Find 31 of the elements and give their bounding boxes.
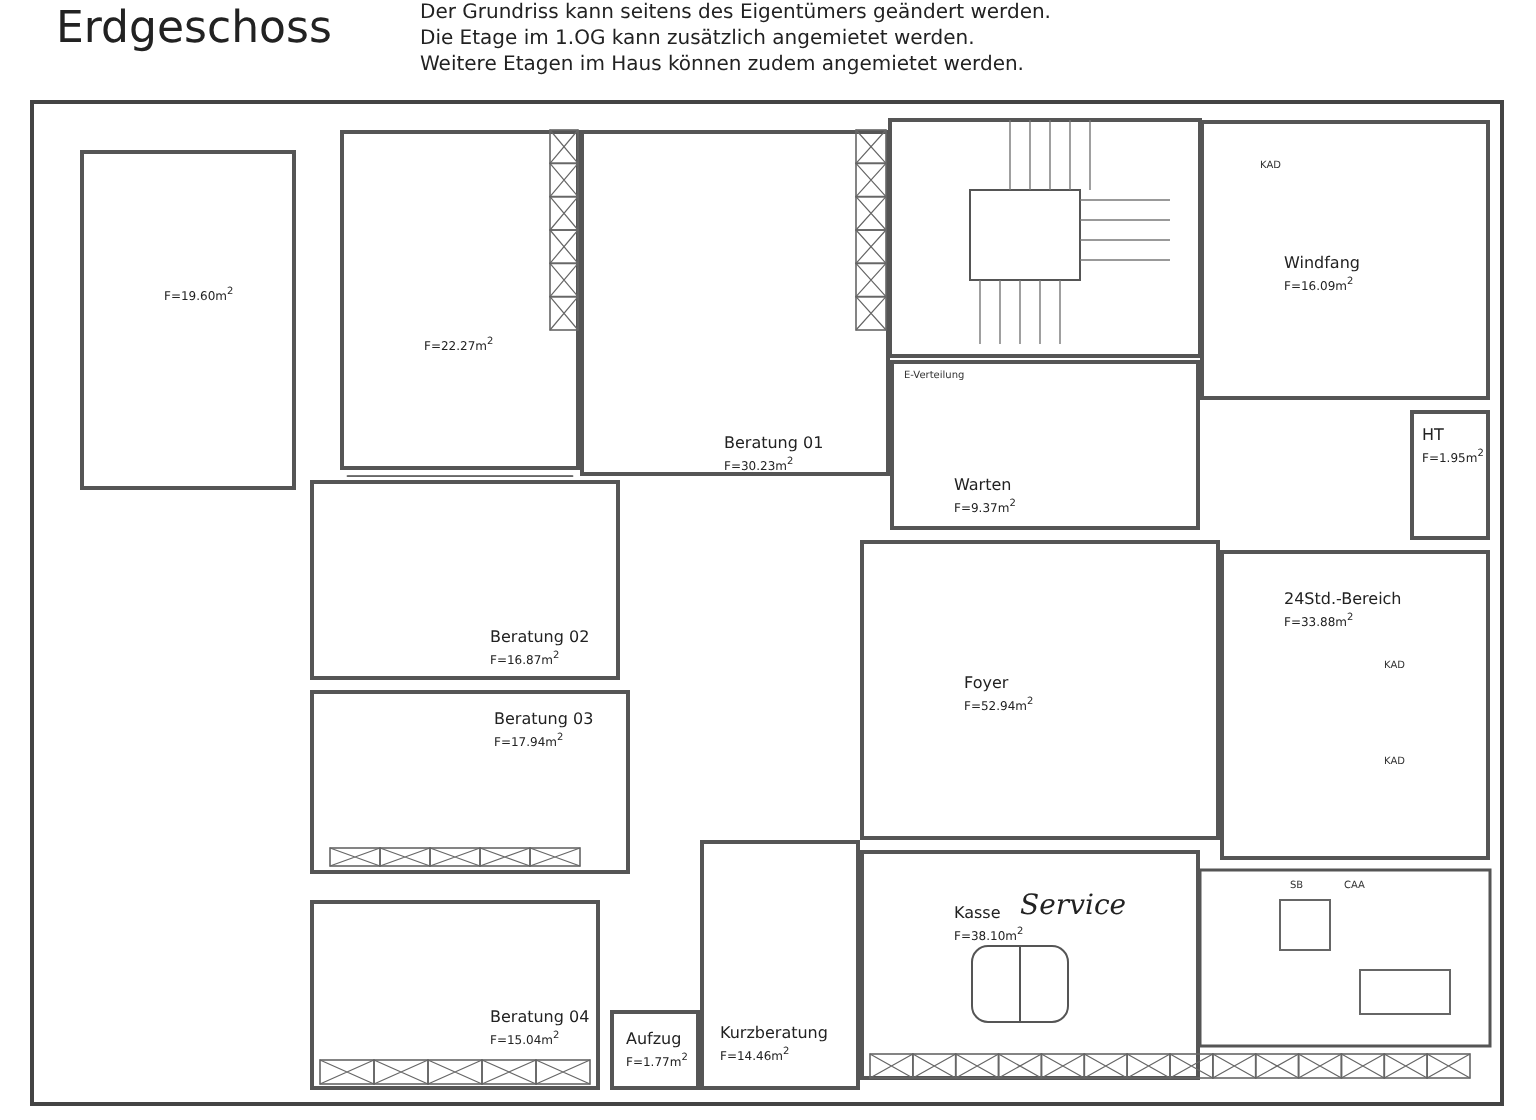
note-text: Die Etage im 1.OG kann zusätzlich angemietet werden. <box>420 26 975 52</box>
handwritten-note: Service <box>1020 890 1127 922</box>
room-outline <box>80 150 296 490</box>
room-outline <box>310 480 620 680</box>
room-name: Kurzberatung <box>720 1024 828 1044</box>
room-name: Warten <box>954 476 1012 496</box>
room-name: Beratung 03 <box>494 710 594 730</box>
room-name: 24Std.-Bereich <box>1284 590 1402 610</box>
room-name: Kasse <box>954 904 1001 924</box>
room-name: Beratung 01 <box>724 434 824 454</box>
room-outline <box>610 1010 700 1090</box>
room-outline <box>1220 550 1490 860</box>
room-outline <box>580 130 890 476</box>
room-name: Windfang <box>1284 254 1360 274</box>
title: Erdgeschoss <box>56 4 332 54</box>
note-text: Der Grundriss kann seitens des Eigentümers geändert werden. <box>420 0 1051 26</box>
room-outline <box>860 850 1200 1080</box>
room-name: Beratung 04 <box>490 1008 590 1028</box>
room-outline <box>340 130 580 470</box>
room-name: Foyer <box>964 674 1009 694</box>
room-outline <box>1200 120 1490 400</box>
room-name: HT <box>1422 426 1444 446</box>
room-outline <box>1410 410 1490 540</box>
room-name: Aufzug <box>626 1030 682 1050</box>
room-outline <box>860 540 1220 840</box>
room-outline <box>310 690 630 874</box>
room-outline <box>310 900 600 1090</box>
room-outline <box>700 840 860 1090</box>
note-text: Weitere Etagen im Haus können zudem angemietet werden. <box>420 52 1024 78</box>
room-outline <box>890 360 1200 530</box>
room-name: Beratung 02 <box>490 628 590 648</box>
